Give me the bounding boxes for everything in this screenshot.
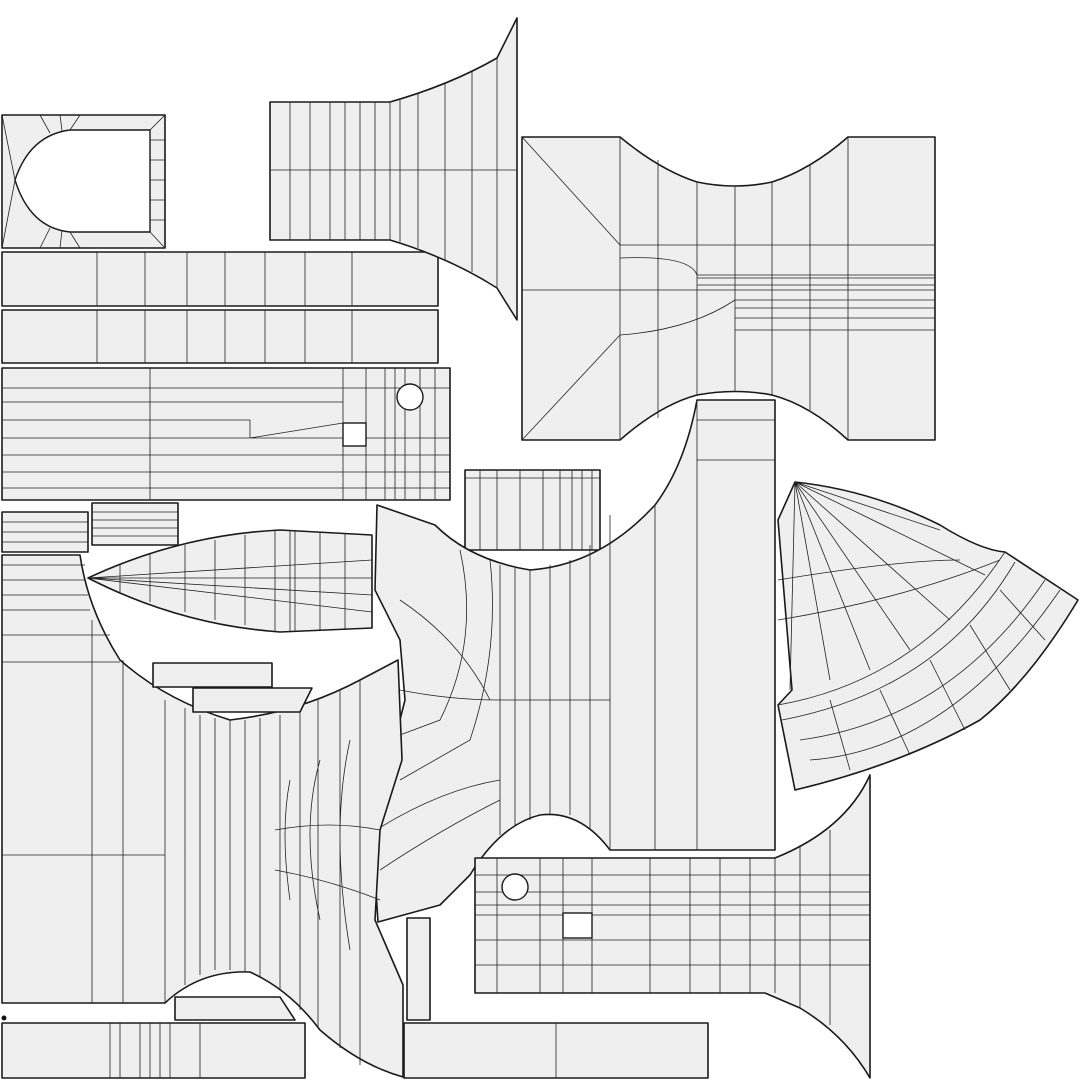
uv-island-cone xyxy=(87,529,373,633)
uv-island-center xyxy=(371,399,776,923)
uv-island-flare-top xyxy=(269,17,518,321)
uv-island-fan xyxy=(777,481,1079,791)
uv-island-strip-2 xyxy=(1,309,439,364)
uv-island-panel-hole xyxy=(1,367,451,501)
pivot-dot xyxy=(1,1015,7,1021)
uv-island-bowtie xyxy=(521,136,936,441)
uv-island-small-block xyxy=(464,469,601,551)
uv-island-left-tall xyxy=(1,554,404,1078)
uv-island-strip-1 xyxy=(1,251,439,307)
uv-island-frame xyxy=(1,114,166,249)
uv-island-panel-hole-2 xyxy=(474,774,871,1079)
uv-island-bottom-strip-1 xyxy=(1,1022,306,1079)
uv-island-bottom-strip-2 xyxy=(403,1022,709,1079)
uv-island-small-strips xyxy=(1,502,431,1021)
